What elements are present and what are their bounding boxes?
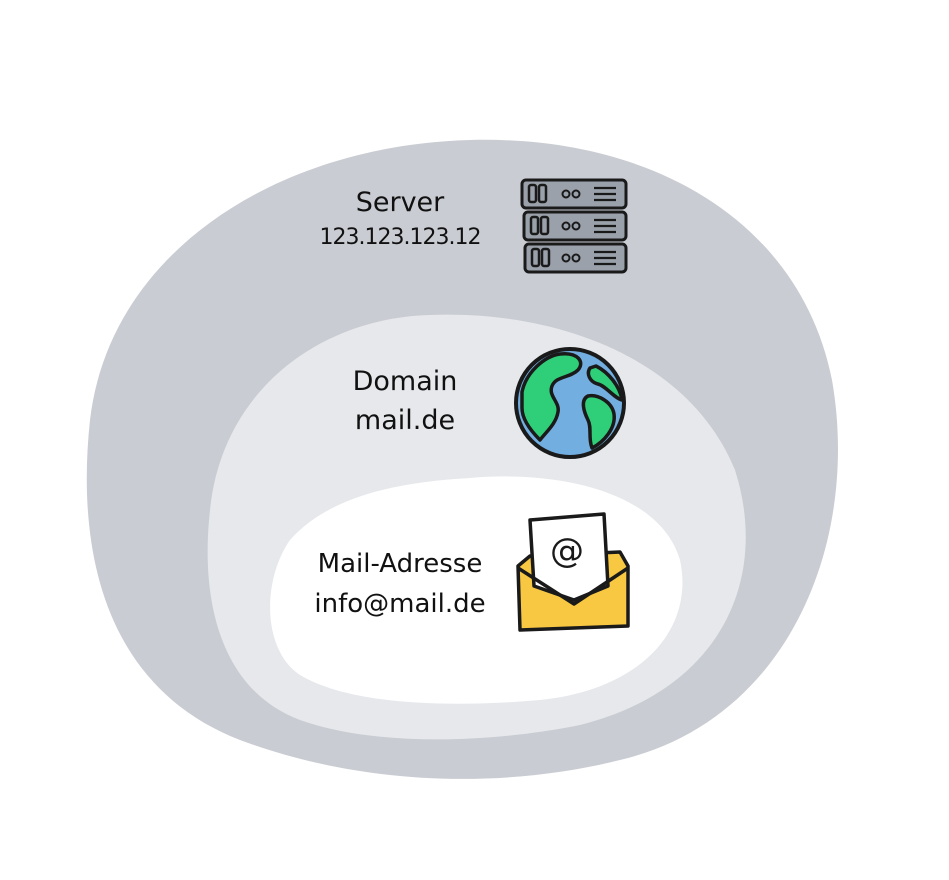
svg-text:@: @ [550, 531, 584, 571]
server-rack-icon [520, 178, 628, 274]
domain-title: Domain [352, 366, 458, 397]
domain-name: mail.de [354, 405, 456, 437]
server-title: Server [355, 187, 445, 218]
mail-address-label: Mail-Adresse info@mail.de [290, 548, 510, 622]
server-label: Server 123.123.123.12 [290, 185, 510, 253]
server-ip-address: 123.123.123.12 [319, 225, 482, 251]
envelope-at-icon: @ [516, 512, 630, 632]
domain-label: Domain mail.de [300, 364, 510, 438]
mail-address-value: info@mail.de [314, 588, 486, 619]
globe-icon [514, 347, 626, 459]
mail-address-title: Mail-Adresse [317, 549, 483, 579]
